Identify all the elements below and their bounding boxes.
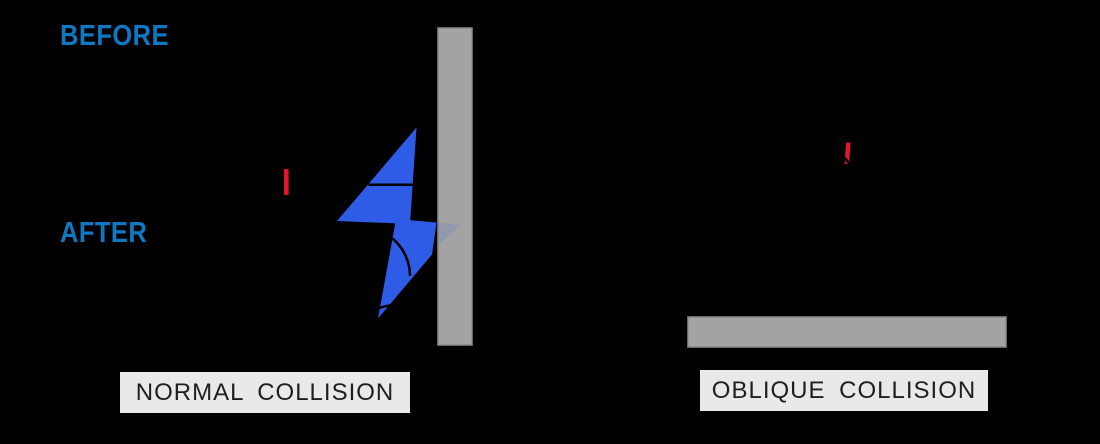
normal-collision-caption: NORMAL COLLISION: [135, 378, 395, 406]
lightning-bolt-icon-lower: [378, 219, 437, 319]
wall-surface: [437, 27, 473, 346]
oblique-collision-caption-box: OBLIQUE COLLISION: [698, 368, 990, 413]
angle-arc-fragment: [391, 237, 412, 277]
lightning-bolt-icon-upper: [337, 127, 417, 224]
lightning-bolt-icon-overlap: [437, 222, 461, 244]
equal-speed-tick-left: [284, 169, 289, 195]
angle-arc-small-fragment: [367, 304, 392, 314]
before-row-label: BEFORE: [60, 20, 169, 52]
normal-collision-caption-box: NORMAL COLLISION: [118, 370, 412, 415]
floor-surface: [687, 316, 1007, 348]
arrow-over-tick-fragment: [843, 156, 854, 169]
after-row-label: AFTER: [60, 217, 148, 249]
oblique-collision-caption: OBLIQUE COLLISION: [711, 376, 977, 404]
